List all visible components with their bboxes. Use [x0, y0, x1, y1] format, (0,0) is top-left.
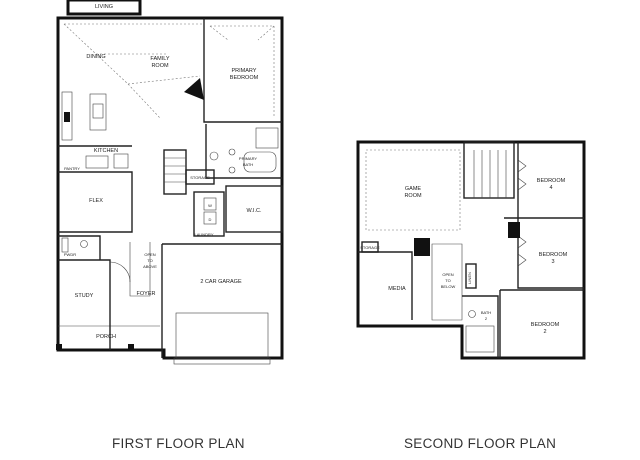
refrigerator [113, 153, 129, 169]
flex-walls [58, 171, 133, 233]
label-media: MEDIA [388, 286, 406, 292]
label-primary-bedroom-1: PRIMARY [232, 68, 257, 74]
stair-treads [164, 157, 186, 183]
upper-stair-treads [473, 150, 507, 198]
storage-closet [185, 169, 215, 185]
linen-closet [465, 263, 477, 289]
label-family-2: ROOM [151, 63, 169, 69]
label-bedroom-2-2: 2 [543, 329, 546, 335]
label-kitchen: KITCHEN [94, 148, 118, 154]
label-open-below-1: OPEN [442, 272, 453, 277]
label-open-above-3: ABOVE [143, 264, 157, 269]
living-room-walls [66, 0, 142, 16]
bathtub [243, 151, 277, 173]
bedroom-2-walls [499, 289, 584, 358]
kitchen-counter [61, 91, 73, 141]
open-to-below [431, 243, 463, 321]
label-study: STUDY [75, 293, 94, 299]
label-family-1: FAMILY [150, 56, 169, 62]
bath-2-walls [462, 295, 499, 358]
label-wic: W.I.C. [247, 208, 262, 214]
garage-apron [173, 357, 271, 365]
primary-bath-walls [205, 124, 282, 179]
label-primary-bedroom-2: BEDROOM [230, 75, 259, 81]
label-game-room-1: GAME [405, 186, 422, 192]
label-bedroom-3-2: 3 [551, 259, 554, 265]
label-bedroom-4-2: 4 [549, 185, 552, 191]
label-garage: 2 CAR GARAGE [200, 279, 242, 285]
powder-toilet [80, 240, 88, 248]
ceiling-lines [63, 23, 204, 119]
porch-post-right [128, 344, 134, 350]
bath-2-toilet [468, 310, 476, 318]
washer [203, 197, 217, 211]
media-block [414, 238, 430, 256]
label-upper-storage: STORAGE [360, 245, 380, 250]
label-open-above-2: TO [147, 258, 152, 263]
primary-bedroom-walls [203, 18, 282, 123]
bedroom-3-closet [517, 235, 527, 267]
label-bedroom-3-1: BEDROOM [539, 252, 568, 258]
chase-block [508, 222, 520, 238]
primary-bedroom-door-block [184, 78, 204, 100]
label-primary-bath-2: BATH [243, 162, 253, 167]
porch-post-left [56, 344, 62, 350]
first-floor-caption: FIRST FLOOR PLAN [112, 436, 245, 451]
label-game-room-2: ROOM [404, 193, 422, 199]
label-open-above-1: OPEN [144, 252, 155, 257]
label-storage: STORAGE [190, 175, 210, 180]
bedroom-4-closet [517, 159, 527, 191]
study-walls [58, 235, 111, 350]
label-bath-2-2: 2 [485, 316, 488, 321]
bedroom-walls [504, 142, 584, 289]
label-bedroom-4-1: BEDROOM [537, 178, 566, 184]
micro-oven [85, 155, 109, 169]
label-powder: PWDR [64, 252, 76, 257]
range [64, 112, 70, 122]
label-open-below-2: TO [445, 278, 450, 283]
island-sink [92, 103, 104, 119]
first-floor-plan: LIVING DINING FAMILY ROOM PRIMARY BEDROO… [56, 0, 284, 365]
label-pantry: PANTRY [64, 166, 80, 171]
wic-walls [225, 185, 283, 233]
bath-2-tub [465, 325, 495, 353]
label-porch: PORCH [96, 334, 116, 340]
label-washer: W [208, 203, 212, 208]
label-linen: LINEN [467, 272, 472, 284]
upper-stairs [463, 141, 515, 199]
label-foyer: FOYER [137, 291, 156, 297]
label-open-below-3: BELOW [441, 284, 456, 289]
label-dryer: D [209, 217, 212, 222]
label-bath-2-1: BATH [481, 310, 491, 315]
primary-bedroom-tray [209, 25, 275, 116]
primary-toilet [209, 151, 219, 161]
game-room-ceiling [365, 149, 461, 231]
label-living: LIVING [95, 4, 113, 10]
study-door [109, 261, 131, 283]
upper-storage [361, 241, 379, 253]
label-flex: FLEX [89, 198, 103, 204]
powder-sink [61, 237, 69, 253]
laundry-walls [193, 191, 225, 237]
label-bedroom-2-1: BEDROOM [531, 322, 560, 328]
label-dining: DINING [86, 54, 105, 60]
second-floor-plan: GAME ROOM BEDROOM 4 BEDROOM 3 BEDROOM 2 … [356, 140, 586, 360]
stairs [163, 149, 187, 195]
garage-door [175, 312, 269, 359]
kitchen-island [89, 93, 107, 131]
second-floor-exterior-walls [356, 140, 586, 360]
garage-walls [161, 243, 282, 358]
primary-shower [255, 127, 279, 149]
label-primary-bath-1: PRIMARY [239, 156, 257, 161]
open-to-above [129, 242, 151, 297]
sink-1 [228, 148, 236, 156]
second-floor-caption: SECOND FLOOR PLAN [404, 436, 557, 451]
sink-2 [228, 166, 236, 174]
dryer [203, 211, 217, 225]
label-laundry: LAUNDRY [194, 232, 213, 237]
